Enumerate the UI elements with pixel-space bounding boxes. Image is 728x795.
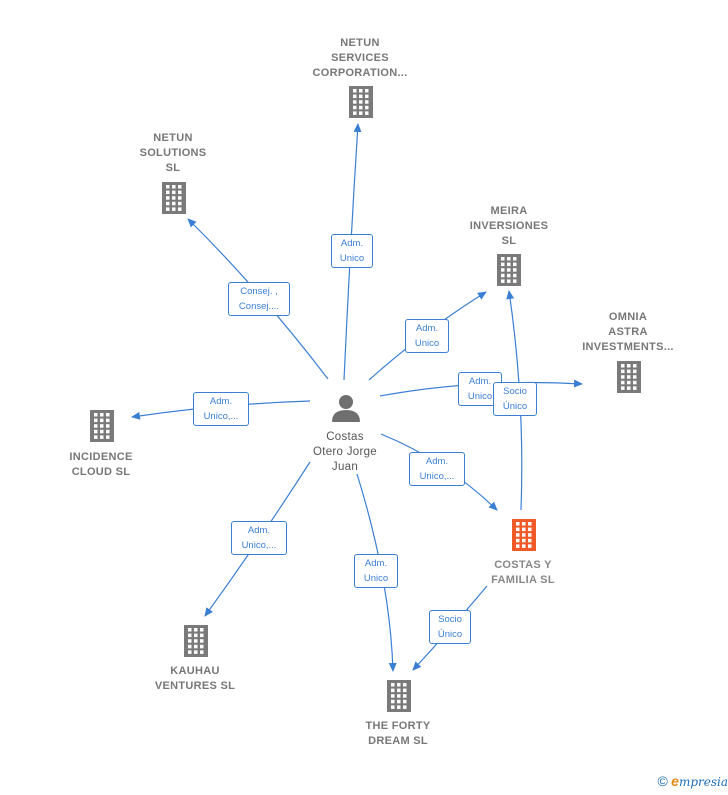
- company-label-netun-services[interactable]: NETUN SERVICES CORPORATION...: [312, 37, 408, 79]
- edge-label-costas-familia-to-forty-dream[interactable]: Socio Único: [429, 610, 471, 644]
- edge-label-center-to-netun-solutions[interactable]: Consej. , Consej....: [228, 282, 290, 316]
- company-label-kauhau[interactable]: KAUHAU VENTURES SL: [154, 665, 236, 692]
- building-icon[interactable]: [184, 625, 208, 657]
- edge-label-center-to-meira[interactable]: Adm. Unico: [405, 319, 449, 353]
- building-icon[interactable]: [617, 361, 641, 393]
- edge-label-center-to-costas-familia[interactable]: Adm. Unico,...: [409, 452, 465, 486]
- brand-logo-e: e: [671, 773, 679, 789]
- company-label-netun-solutions[interactable]: NETUN SOLUTIONS SL: [139, 132, 207, 174]
- company-label-meira[interactable]: MEIRA INVERSIONES SL: [469, 205, 549, 247]
- company-label-forty-dream[interactable]: THE FORTY DREAM SL: [365, 720, 431, 747]
- company-label-incidence[interactable]: INCIDENCE CLOUD SL: [69, 451, 133, 478]
- copyright-symbol: ©: [657, 773, 668, 789]
- building-icon[interactable]: [512, 519, 536, 551]
- footer-brand: © empresia: [657, 773, 728, 789]
- brand-name: mpresia: [678, 775, 728, 789]
- edge-label-center-to-forty-dream[interactable]: Adm. Unico: [354, 554, 398, 588]
- building-icon[interactable]: [497, 254, 521, 286]
- building-icon[interactable]: [162, 182, 186, 214]
- building-icon[interactable]: [90, 410, 114, 442]
- person-icon[interactable]: [332, 395, 360, 422]
- edge-label-costas-familia-to-meira[interactable]: Socio Único: [493, 382, 537, 416]
- edge-label-center-to-netun-services[interactable]: Adm. Unico: [331, 234, 373, 268]
- building-icon[interactable]: [349, 86, 373, 118]
- edge-label-center-to-kauhau[interactable]: Adm. Unico,...: [231, 521, 287, 555]
- building-icon[interactable]: [387, 680, 411, 712]
- person-name-label[interactable]: Costas Otero Jorge Juan: [312, 431, 378, 473]
- company-label-omnia[interactable]: OMNIA ASTRA INVESTMENTS...: [582, 311, 674, 353]
- company-label-costas-familia[interactable]: COSTAS Y FAMILIA SL: [491, 559, 555, 586]
- edge-label-center-to-incidence[interactable]: Adm. Unico,...: [193, 392, 249, 426]
